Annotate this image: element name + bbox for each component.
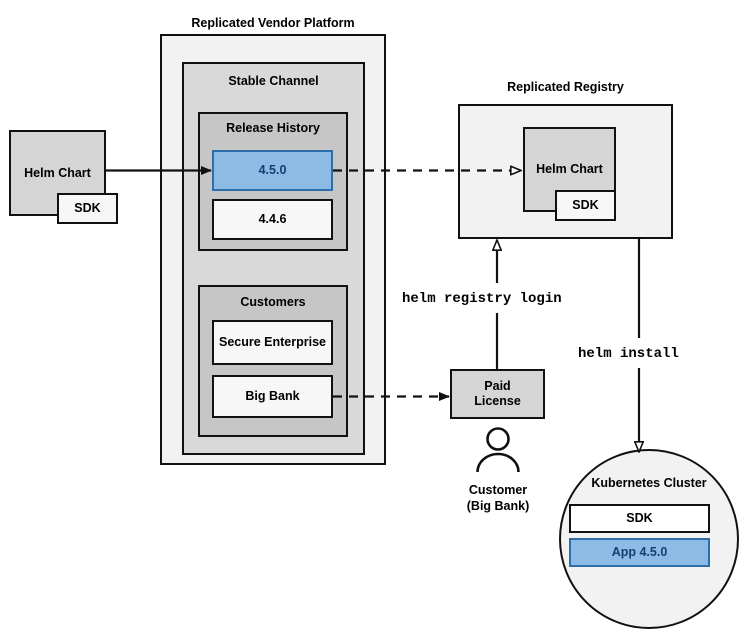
release-history-title: Release History bbox=[226, 121, 320, 135]
release-item-450[interactable]: 4.5.0 bbox=[212, 150, 333, 191]
helm-install-label: helm install bbox=[578, 346, 679, 362]
customers-title: Customers bbox=[240, 295, 306, 309]
stable-channel-title: Stable Channel bbox=[228, 74, 319, 88]
registry-sdk-box[interactable]: SDK bbox=[555, 190, 616, 221]
customer-item-secure-enterprise[interactable]: Secure Enterprise bbox=[212, 320, 333, 365]
release-item-446[interactable]: 4.4.6 bbox=[212, 199, 333, 240]
customer-actor-label-line2: (Big Bank) bbox=[466, 499, 530, 513]
paid-license-line2: License bbox=[474, 394, 521, 408]
customer-actor-label-line1: Customer bbox=[468, 483, 528, 497]
source-helm-chart-label: Helm Chart bbox=[24, 165, 91, 180]
registry-helm-chart-label: Helm Chart bbox=[536, 162, 603, 177]
registry-title: Replicated Registry bbox=[507, 80, 624, 94]
platform-title: Replicated Vendor Platform bbox=[191, 16, 355, 30]
customer-item-big-bank[interactable]: Big Bank bbox=[212, 375, 333, 418]
paid-license-box[interactable]: Paid License bbox=[450, 369, 545, 419]
cluster-app-box[interactable]: App 4.5.0 bbox=[569, 538, 710, 567]
source-sdk-box[interactable]: SDK bbox=[57, 193, 118, 224]
paid-license-line1: Paid bbox=[484, 379, 511, 394]
cluster-sdk-box[interactable]: SDK bbox=[569, 504, 710, 533]
helm-registry-login-label: helm registry login bbox=[402, 291, 562, 307]
person-icon bbox=[476, 427, 520, 473]
cluster-title: Kubernetes Cluster bbox=[591, 476, 707, 490]
